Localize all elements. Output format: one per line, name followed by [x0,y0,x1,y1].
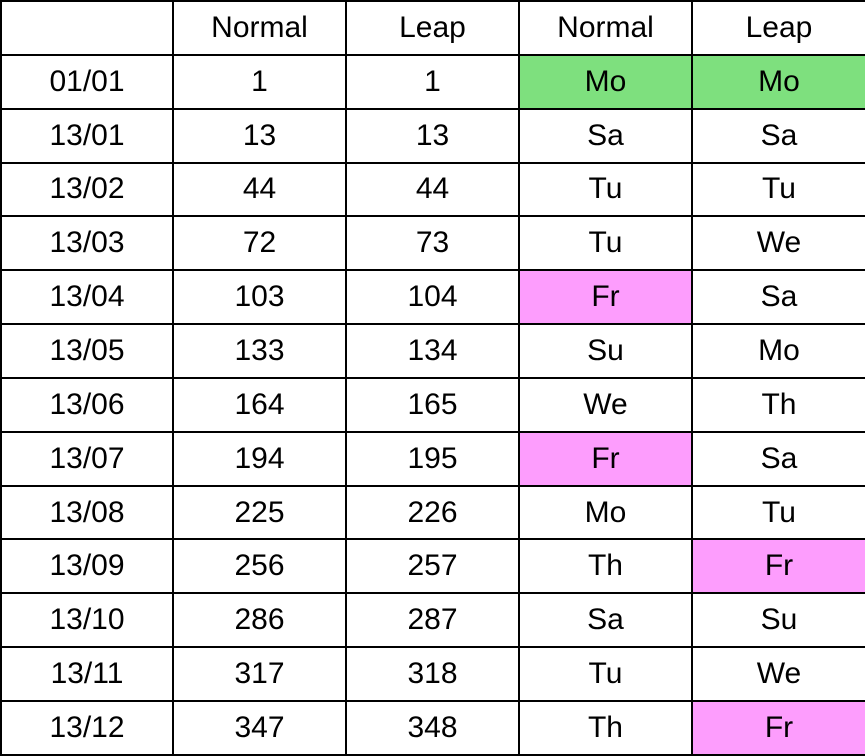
header-cell-date [0,0,174,56]
leap-day-cell: 287 [345,592,520,649]
normal-day-cell: 286 [172,592,347,649]
leap-day-cell: 195 [345,430,520,487]
leap-day-cell: 257 [345,538,520,595]
normal-day-cell: 256 [172,538,347,595]
header-cell-leap-weekday: Leap [691,0,865,56]
normal-day-cell: 317 [172,646,347,702]
normal-weekday-cell: Sa [518,107,693,164]
normal-weekday-cell: Tu [518,161,693,218]
normal-day-cell: 164 [172,376,347,433]
leap-day-cell: 348 [345,699,520,756]
normal-day-cell: 194 [172,430,347,487]
normal-day-cell: 44 [172,161,347,218]
date-cell: 13/08 [0,484,174,541]
date-cell: 13/04 [0,269,174,326]
normal-day-cell: 225 [172,484,347,541]
normal-day-cell: 13 [172,107,347,164]
leap-weekday-cell: Sa [691,430,865,487]
normal-day-cell: 133 [172,323,347,379]
normal-day-cell: 103 [172,269,347,326]
leap-day-cell: 44 [345,161,520,218]
leap-day-cell: 165 [345,376,520,433]
leap-day-cell: 226 [345,484,520,541]
leap-day-cell: 1 [345,53,520,110]
leap-weekday-cell: Mo [691,53,865,110]
date-cell: 13/07 [0,430,174,487]
leap-day-cell: 73 [345,215,520,272]
date-cell: 13/05 [0,323,174,379]
header-cell-normal-weekday: Normal [518,0,693,56]
date-cell: 13/12 [0,699,174,756]
normal-weekday-cell: We [518,376,693,433]
leap-day-cell: 13 [345,107,520,164]
header-row: Normal Leap Normal Leap [0,0,865,56]
date-cell: 13/02 [0,161,174,218]
leap-weekday-cell: Mo [691,323,865,379]
leap-weekday-cell: Fr [691,538,865,595]
normal-weekday-cell: Su [518,323,693,379]
date-cell: 13/09 [0,538,174,595]
normal-weekday-cell: Mo [518,484,693,541]
date-cell: 13/03 [0,215,174,272]
leap-weekday-cell: We [691,646,865,702]
leap-weekday-cell: We [691,215,865,272]
date-cell: 13/10 [0,592,174,649]
leap-weekday-cell: Fr [691,699,865,756]
normal-weekday-cell: Mo [518,53,693,110]
normal-weekday-cell: Tu [518,215,693,272]
leap-weekday-cell: Sa [691,269,865,326]
normal-weekday-cell: Tu [518,646,693,702]
normal-day-cell: 1 [172,53,347,110]
normal-weekday-cell: Th [518,538,693,595]
leap-weekday-cell: Su [691,592,865,649]
leap-weekday-cell: Tu [691,484,865,541]
leap-day-cell: 104 [345,269,520,326]
leap-day-cell: 318 [345,646,520,702]
normal-day-cell: 72 [172,215,347,272]
leap-weekday-cell: Tu [691,161,865,218]
header-cell-normal-day: Normal [172,0,347,56]
leap-day-cell: 134 [345,323,520,379]
date-cell: 01/01 [0,53,174,110]
normal-weekday-cell: Th [518,699,693,756]
date-cell: 13/01 [0,107,174,164]
normal-weekday-cell: Fr [518,269,693,326]
header-cell-leap-day: Leap [345,0,520,56]
normal-day-cell: 347 [172,699,347,756]
leap-weekday-cell: Th [691,376,865,433]
date-cell: 13/11 [0,646,174,702]
leap-weekday-cell: Sa [691,107,865,164]
date-cell: 13/06 [0,376,174,433]
normal-weekday-cell: Fr [518,430,693,487]
normal-weekday-cell: Sa [518,592,693,649]
